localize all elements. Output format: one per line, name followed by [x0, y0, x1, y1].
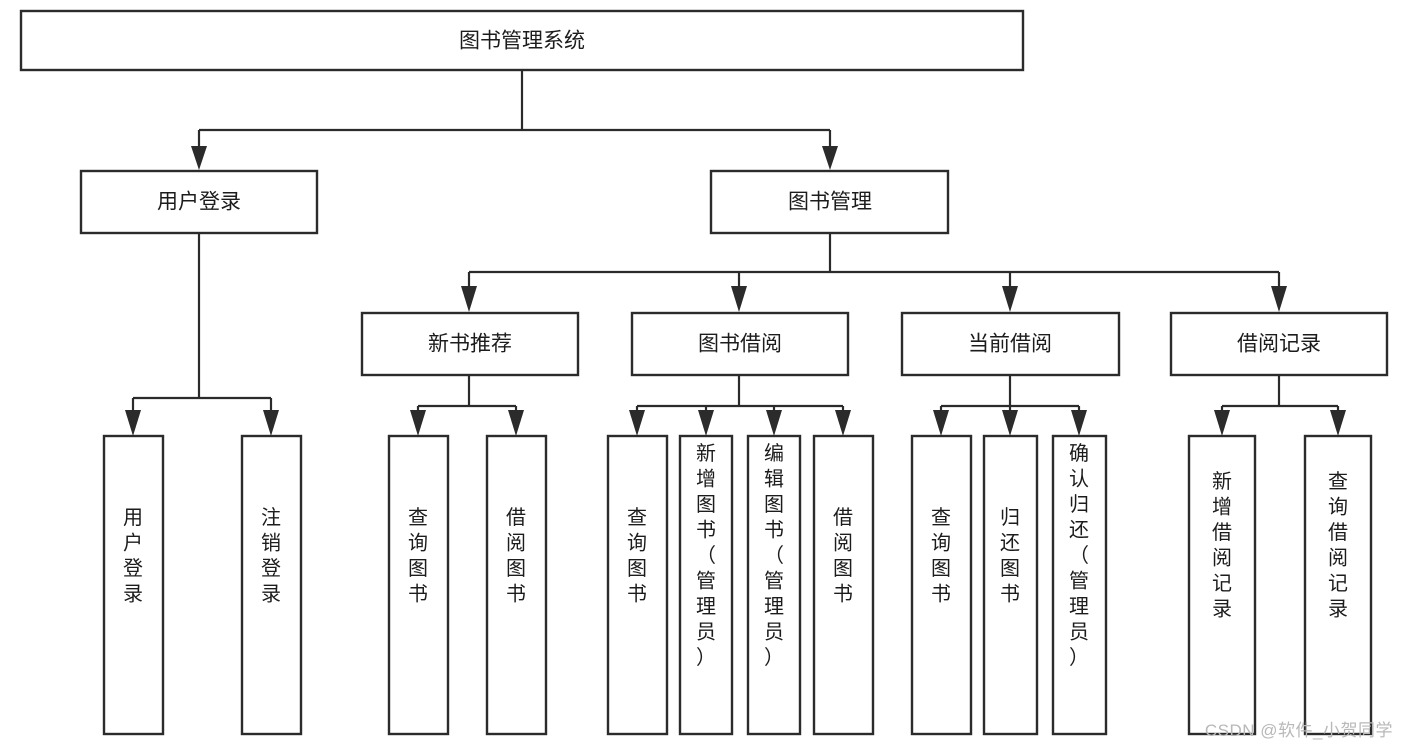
leaf-node-add-record-box[interactable] — [1187, 434, 1257, 736]
leaf-node-edit-book-box[interactable] — [746, 434, 802, 736]
leaf-node-confirm-return-label: 确认归还（管理员） — [1069, 442, 1089, 669]
leaf-node-user-login-box[interactable] — [102, 434, 165, 736]
node-borrow-record[interactable]: 借阅记录 — [1169, 311, 1389, 377]
leaf-node-logout-login[interactable]: 注销登录 — [240, 434, 303, 736]
leaf-node-query-book-3-box[interactable] — [910, 434, 973, 736]
node-root-box[interactable] — [19, 9, 1025, 72]
leaf-node-query-record-box[interactable] — [1303, 434, 1373, 736]
leaf-node-add-book-label: 新增图书（管理员） — [696, 442, 716, 669]
leaf-node-return-book-box[interactable] — [982, 434, 1039, 736]
node-root-label: 图书管理系统 — [459, 30, 585, 53]
arrow-head-user-login — [191, 146, 207, 170]
leaf-node-borrow-book-1[interactable]: 借阅图书 — [485, 434, 548, 736]
arrow-head-borrow-record — [1271, 286, 1287, 312]
node-new-book-recommend-box[interactable] — [360, 311, 580, 377]
leaf-node-borrow-book-2-box[interactable] — [812, 434, 875, 736]
arrow-head-book-borrow — [731, 286, 747, 312]
leaf-node-confirm-return[interactable]: 确认归还（管理员） — [1051, 434, 1108, 736]
leaf-node-edit-book[interactable]: 编辑图书（管理员） — [746, 434, 802, 736]
leaf-node-borrow-book-1-box[interactable] — [485, 434, 548, 736]
arrow-head-leaf-logout-login — [263, 410, 279, 436]
node-borrow-record-label: 借阅记录 — [1237, 333, 1321, 356]
leaf-node-logout-login-box[interactable] — [240, 434, 303, 736]
arrow-head-leaf-user-login — [125, 410, 141, 436]
leaf-node-query-book-3-label: 查询图书 — [931, 506, 951, 606]
leaf-node-confirm-return-box[interactable] — [1051, 434, 1108, 736]
leaf-node-borrow-book-1-label: 借阅图书 — [506, 506, 526, 606]
leaf-node-query-record[interactable]: 查询借阅记录 — [1303, 434, 1373, 736]
arrow-head-leaf-query-book-1 — [410, 410, 426, 436]
connector-layer — [125, 70, 1346, 436]
csdn-watermark: CSDN @软件_小贺同学 — [1204, 721, 1393, 740]
leaf-node-query-book-2-label: 查询图书 — [627, 506, 647, 606]
leaf-node-add-record[interactable]: 新增借阅记录 — [1187, 434, 1257, 736]
arrow-head-leaf-confirm-return — [1071, 410, 1087, 436]
arrow-head-book-manage — [822, 146, 838, 170]
node-current-borrow-label: 当前借阅 — [968, 333, 1052, 356]
node-root[interactable]: 图书管理系统 — [19, 9, 1025, 72]
node-book-borrow-label: 图书借阅 — [698, 333, 782, 356]
node-user-login-box[interactable] — [79, 169, 319, 235]
leaf-node-return-book-label: 归还图书 — [1000, 506, 1020, 606]
node-book-borrow[interactable]: 图书借阅 — [630, 311, 850, 377]
leaf-node-logout-login-label: 注销登录 — [261, 506, 281, 606]
node-borrow-record-box[interactable] — [1169, 311, 1389, 377]
node-current-borrow[interactable]: 当前借阅 — [900, 311, 1121, 377]
arrow-head-leaf-query-book-3 — [933, 410, 949, 436]
leaf-node-user-login-label: 用户登录 — [123, 507, 143, 606]
node-new-book-recommend[interactable]: 新书推荐 — [360, 311, 580, 377]
arrow-head-leaf-query-book-2 — [629, 410, 645, 436]
leaf-node-query-book-2-box[interactable] — [606, 434, 669, 736]
node-book-manage[interactable]: 图书管理 — [709, 169, 950, 235]
leaf-node-query-book-2[interactable]: 查询图书 — [606, 434, 669, 736]
leaf-node-query-book-1[interactable]: 查询图书 — [387, 434, 450, 736]
arrow-head-leaf-borrow-book-2 — [835, 410, 851, 436]
node-book-manage-label: 图书管理 — [788, 191, 872, 214]
arrow-head-leaf-return-book — [1002, 410, 1018, 436]
leaf-node-return-book[interactable]: 归还图书 — [982, 434, 1039, 736]
leaf-node-query-book-1-label: 查询图书 — [408, 506, 428, 606]
arrow-head-leaf-query-record — [1330, 410, 1346, 436]
leaf-node-borrow-book-2[interactable]: 借阅图书 — [812, 434, 875, 736]
leaf-node-query-book-3[interactable]: 查询图书 — [910, 434, 973, 736]
arrow-head-current-borrow — [1002, 286, 1018, 312]
node-book-manage-box[interactable] — [709, 169, 950, 235]
node-new-book-recommend-label: 新书推荐 — [428, 333, 512, 356]
node-user-login[interactable]: 用户登录 — [79, 169, 319, 235]
leaf-node-query-book-1-box[interactable] — [387, 434, 450, 736]
node-current-borrow-box[interactable] — [900, 311, 1121, 377]
leaf-node-borrow-book-2-label: 借阅图书 — [833, 506, 853, 606]
leaf-node-query-record-label: 查询借阅记录 — [1328, 470, 1348, 621]
leaf-node-user-login[interactable]: 用户登录 — [102, 434, 165, 736]
leaf-node-add-book[interactable]: 新增图书（管理员） — [678, 434, 734, 736]
arrow-head-new-book-recommend — [461, 286, 477, 312]
node-user-login-label: 用户登录 — [157, 191, 241, 214]
arrow-head-leaf-add-record — [1214, 410, 1230, 436]
leaf-node-add-record-label: 新增借阅记录 — [1212, 470, 1232, 621]
node-book-borrow-box[interactable] — [630, 311, 850, 377]
leaf-node-add-book-box[interactable] — [678, 434, 734, 736]
leaf-node-edit-book-label: 编辑图书（管理员） — [764, 442, 784, 669]
arrow-head-leaf-add-book — [698, 410, 714, 436]
arrow-head-leaf-borrow-book-1 — [508, 410, 524, 436]
arrow-head-leaf-edit-book — [766, 410, 782, 436]
